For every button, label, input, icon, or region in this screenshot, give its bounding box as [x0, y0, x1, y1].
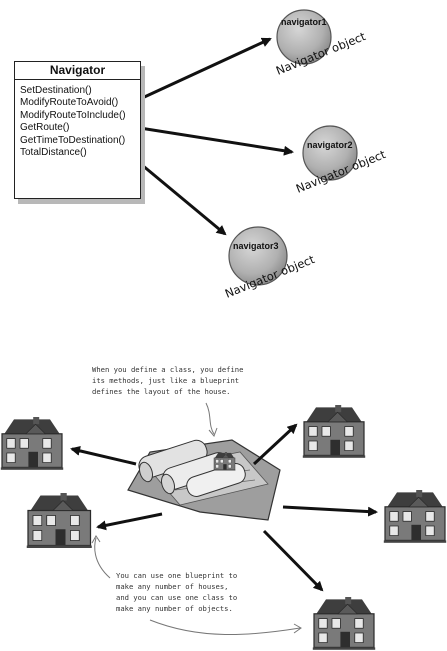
svg-text:defines the layout of the hous: defines the layout of the house.: [92, 387, 230, 396]
arrow-to-house-left-top: [70, 445, 137, 466]
arrow-to-house-left-bottom: [96, 512, 163, 531]
object-navigator2: navigator2 Navigator object: [294, 125, 388, 196]
blueprint-note-pointer-right: [149, 619, 301, 636]
svg-text:make any number of houses,: make any number of houses,: [116, 582, 229, 591]
house-icon: [302, 404, 366, 459]
object-navigator3: navigator3 Navigator object: [223, 226, 317, 301]
class-note-pointer: [205, 402, 215, 435]
house-icon: [26, 492, 93, 549]
arrow-to-house-bottom: [262, 529, 324, 592]
arrow-to-house-right-middle: [282, 505, 378, 517]
method-item: GetTimeToDestination(): [20, 134, 126, 146]
svg-text:make any number of objects.: make any number of objects.: [116, 604, 233, 613]
arrow-to-navigator3: [141, 163, 227, 236]
house-icon: [383, 489, 447, 544]
class-name: Navigator: [15, 62, 140, 80]
house-icon: [0, 416, 64, 471]
object-label: navigator1: [281, 17, 327, 27]
blueprint-note-pointer-left: [94, 537, 111, 579]
object-label: navigator3: [233, 241, 279, 251]
method-item: GetRoute(): [20, 122, 70, 134]
method-item: ModifyRouteToAvoid(): [20, 97, 119, 109]
navigator-class-box: Navigator SetDestination() ModifyRouteTo…: [14, 61, 141, 199]
svg-text:and you can use one class to: and you can use one class to: [116, 593, 237, 602]
svg-text:its methods, just like a bluep: its methods, just like a blueprint: [92, 376, 239, 385]
house-icon: [312, 596, 376, 651]
object-label: navigator2: [307, 140, 353, 150]
object-navigator1: navigator1 Navigator object: [274, 9, 368, 78]
method-list: SetDestination() ModifyRouteToAvoid() Mo…: [15, 80, 140, 159]
method-item: TotalDistance(): [20, 147, 87, 159]
class-note: When you define a class, you define its …: [92, 365, 243, 396]
arrow-to-navigator1: [139, 37, 272, 101]
blueprint-illustration: [127, 439, 281, 521]
method-item: SetDestination(): [20, 85, 92, 96]
arrow-to-house-right-top: [252, 423, 298, 466]
method-item: ModifyRouteToInclude(): [20, 109, 126, 121]
svg-text:You can use one blueprint to: You can use one blueprint to: [116, 571, 237, 580]
svg-text:When you define a class, you d: When you define a class, you define: [92, 365, 243, 374]
arrow-to-navigator2: [139, 126, 294, 156]
blueprint-note: You can use one blueprint to make any nu…: [116, 571, 237, 613]
